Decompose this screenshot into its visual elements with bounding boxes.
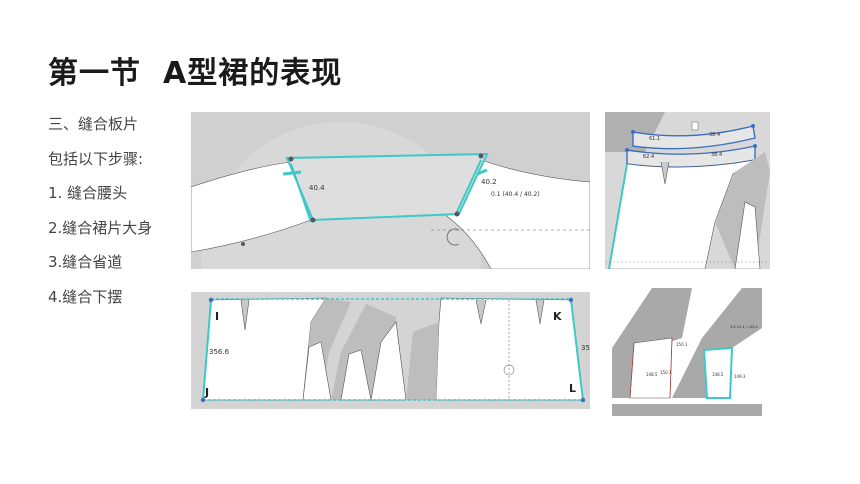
screenshot-hem-closeup: 148.5 150.1 148.5 149.3 3.8 10.4 / 148.4…: [612, 288, 762, 416]
measure-lower: 62.4: [643, 154, 654, 160]
measure-upper: 61.1: [649, 136, 660, 142]
point-label-l: L: [569, 382, 576, 395]
measure-lower-right: 38.4: [711, 152, 722, 158]
measure-left-side: 356.6: [209, 348, 230, 356]
point-label-j: J: [204, 386, 209, 399]
dim-label-a: 148.5: [646, 372, 658, 377]
step-item-darts: 3.缝合省道: [48, 253, 123, 271]
measure-right-side: 35: [581, 344, 590, 352]
point-label-k: K: [553, 310, 562, 323]
step-list: 三、缝合板片 包括以下步骤: 1. 缝合腰头 2.缝合裙片大身 3.缝合省道 4…: [48, 112, 152, 319]
measure-right: 40.2: [481, 178, 497, 186]
dim-label-e: 3.8 10.4 / 148.4: [730, 325, 759, 329]
slide-title: 第一节 A型裙的表现: [48, 48, 342, 92]
title-main: A型裙的表现: [163, 56, 343, 91]
step-heading: 三、缝合板片: [48, 115, 139, 133]
measure-ratio: 0.1 (40.4 / 40.2): [491, 191, 540, 198]
dim-label-d: 149.3: [734, 374, 746, 379]
dim-label-b: 150.1: [660, 370, 672, 375]
title-prefix: 第一节: [48, 56, 141, 91]
step-item-body: 2.缝合裙片大身: [48, 218, 153, 237]
measure-left: 40.4: [309, 184, 325, 192]
point-label-i: I: [215, 310, 219, 323]
screenshot-skirt-waist: 61.1 38.4 62.4 38.4: [605, 112, 770, 269]
screenshot-skirt-panels: I J K L 356.6 35: [191, 292, 590, 409]
measure-upper-right: 38.4: [709, 132, 720, 138]
step-item-waistband: 1. 缝合腰头: [48, 184, 128, 202]
step-intro: 包括以下步骤:: [48, 149, 144, 168]
dim-label-f: 150.1: [676, 342, 688, 347]
screenshot-waistband-sewing: 40.4 40.2 0.1 (40.4 / 40.2): [191, 112, 590, 269]
dim-label-c: 148.5: [712, 372, 724, 377]
step-item-hem: 4.缝合下摆: [48, 287, 123, 306]
